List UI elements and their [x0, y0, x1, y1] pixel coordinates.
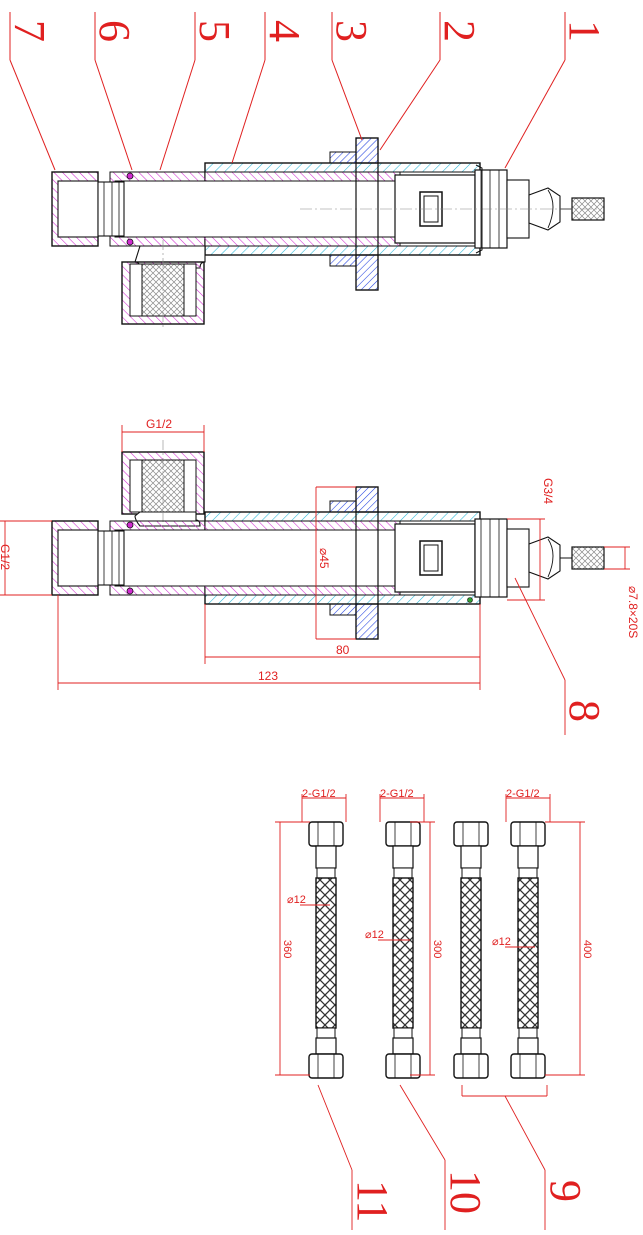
callout-11: 11	[348, 1180, 397, 1222]
hose-labels: 2-G1/2 2-G1/2 2-G1/2 ⌀12 ⌀12 ⌀12 360 300…	[281, 788, 593, 958]
dim-thread: ⌀7.8×20S	[626, 586, 640, 638]
callout-5: 5	[190, 20, 239, 42]
hose-360-length: 360	[281, 940, 293, 958]
dim-123: 123	[258, 669, 278, 683]
dim-g12-top: G1/2	[146, 417, 172, 431]
callout-9: 9	[541, 1180, 590, 1202]
hose-360-diameter: ⌀12	[287, 894, 306, 906]
hose-300-diameter: ⌀12	[365, 929, 384, 941]
callout-2: 2	[435, 20, 484, 42]
hose-400-length: 400	[581, 940, 593, 958]
section-view-dimensioned	[51, 440, 605, 640]
callout-7: 7	[5, 20, 54, 42]
callout-numbers-top: 7 6 5 4 3 2 1	[5, 20, 609, 42]
dim-d45: ⌀45	[317, 548, 331, 569]
section-view-top	[51, 137, 605, 328]
callout-numbers-bottom: 11 10 9	[348, 1170, 590, 1222]
hose-300-length: 300	[431, 940, 443, 958]
callout-1: 1	[560, 20, 609, 42]
dimension-lines	[0, 425, 630, 735]
dim-g12-left: G1/2	[0, 544, 12, 570]
dim-g34: G3/4	[541, 478, 555, 504]
callout-3: 3	[327, 20, 376, 42]
hose-400-fitting: 2-G1/2	[506, 788, 540, 800]
hose-400-diameter: ⌀12	[492, 936, 511, 948]
hoses	[308, 821, 546, 1079]
hose-dimension-lines	[275, 794, 585, 1230]
hose	[510, 821, 546, 1079]
hose-300-fitting: 2-G1/2	[380, 788, 414, 800]
hose	[453, 821, 489, 1079]
callout-6: 6	[90, 20, 139, 42]
hose	[308, 821, 344, 1079]
hose-360-fitting: 2-G1/2	[302, 788, 336, 800]
dimension-labels: G1/2 G1/2 ⌀45 80 123 G3/4 ⌀7.8×20S	[0, 417, 640, 683]
callout-8: 8	[560, 700, 609, 722]
callout-4: 4	[260, 20, 309, 42]
callout-10: 10	[441, 1170, 490, 1214]
dim-80: 80	[336, 643, 350, 657]
hose	[385, 821, 421, 1079]
callout-leaders-top	[9, 12, 566, 171]
